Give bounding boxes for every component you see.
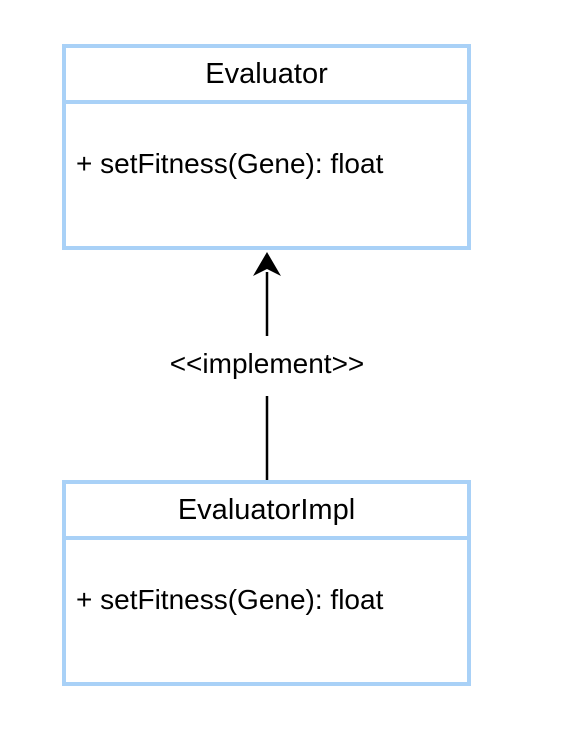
class-box-evaluator: Evaluator + setFitness(Gene): float (62, 44, 471, 250)
class-box-evaluator-impl: EvaluatorImpl + setFitness(Gene): float (62, 480, 471, 686)
arrowhead-icon (253, 252, 281, 276)
method-set-fitness-impl: + setFitness(Gene): float (76, 584, 384, 615)
relation-label: <<implement>> (169, 348, 365, 379)
class-body-evaluator: + setFitness(Gene): float (66, 104, 467, 246)
class-body-evaluator-impl: + setFitness(Gene): float (66, 540, 467, 682)
method-set-fitness: + setFitness(Gene): float (76, 148, 384, 179)
class-name-evaluator: Evaluator (66, 48, 467, 104)
class-name-evaluator-impl: EvaluatorImpl (66, 484, 467, 540)
